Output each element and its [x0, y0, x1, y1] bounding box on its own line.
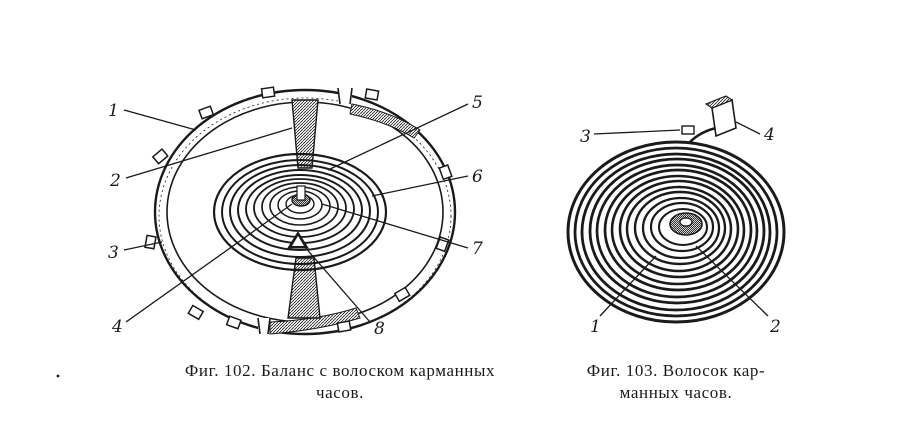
caption-103-line-1: Фиг. 103. Волосок кар-: [586, 361, 766, 380]
callout-1: 1: [108, 101, 119, 121]
callout-3: 3: [108, 243, 119, 263]
balance-wheel-drawing: 1 2 3 4 5 6 7 8: [108, 86, 483, 339]
caption-103-line-2: манных часов.: [619, 383, 733, 402]
callout-103-4: 4: [763, 125, 775, 145]
caption-102-line-1: Фиг. 102. Баланс с волоском карманных: [184, 361, 496, 380]
callout-103-1: 1: [590, 317, 601, 337]
callout-4: 4: [111, 317, 123, 337]
callout-103-3: 3: [580, 127, 591, 147]
hairspring-drawing: 3 4 1 2: [566, 95, 786, 337]
callout-103-2: 2: [769, 317, 781, 337]
callout-8: 8: [374, 319, 385, 339]
callout-2: 2: [109, 171, 121, 191]
callout-7: 7: [472, 239, 483, 259]
caption-102-line-2: часов.: [315, 383, 365, 402]
callout-6: 6: [472, 167, 483, 187]
callout-5: 5: [472, 93, 483, 113]
